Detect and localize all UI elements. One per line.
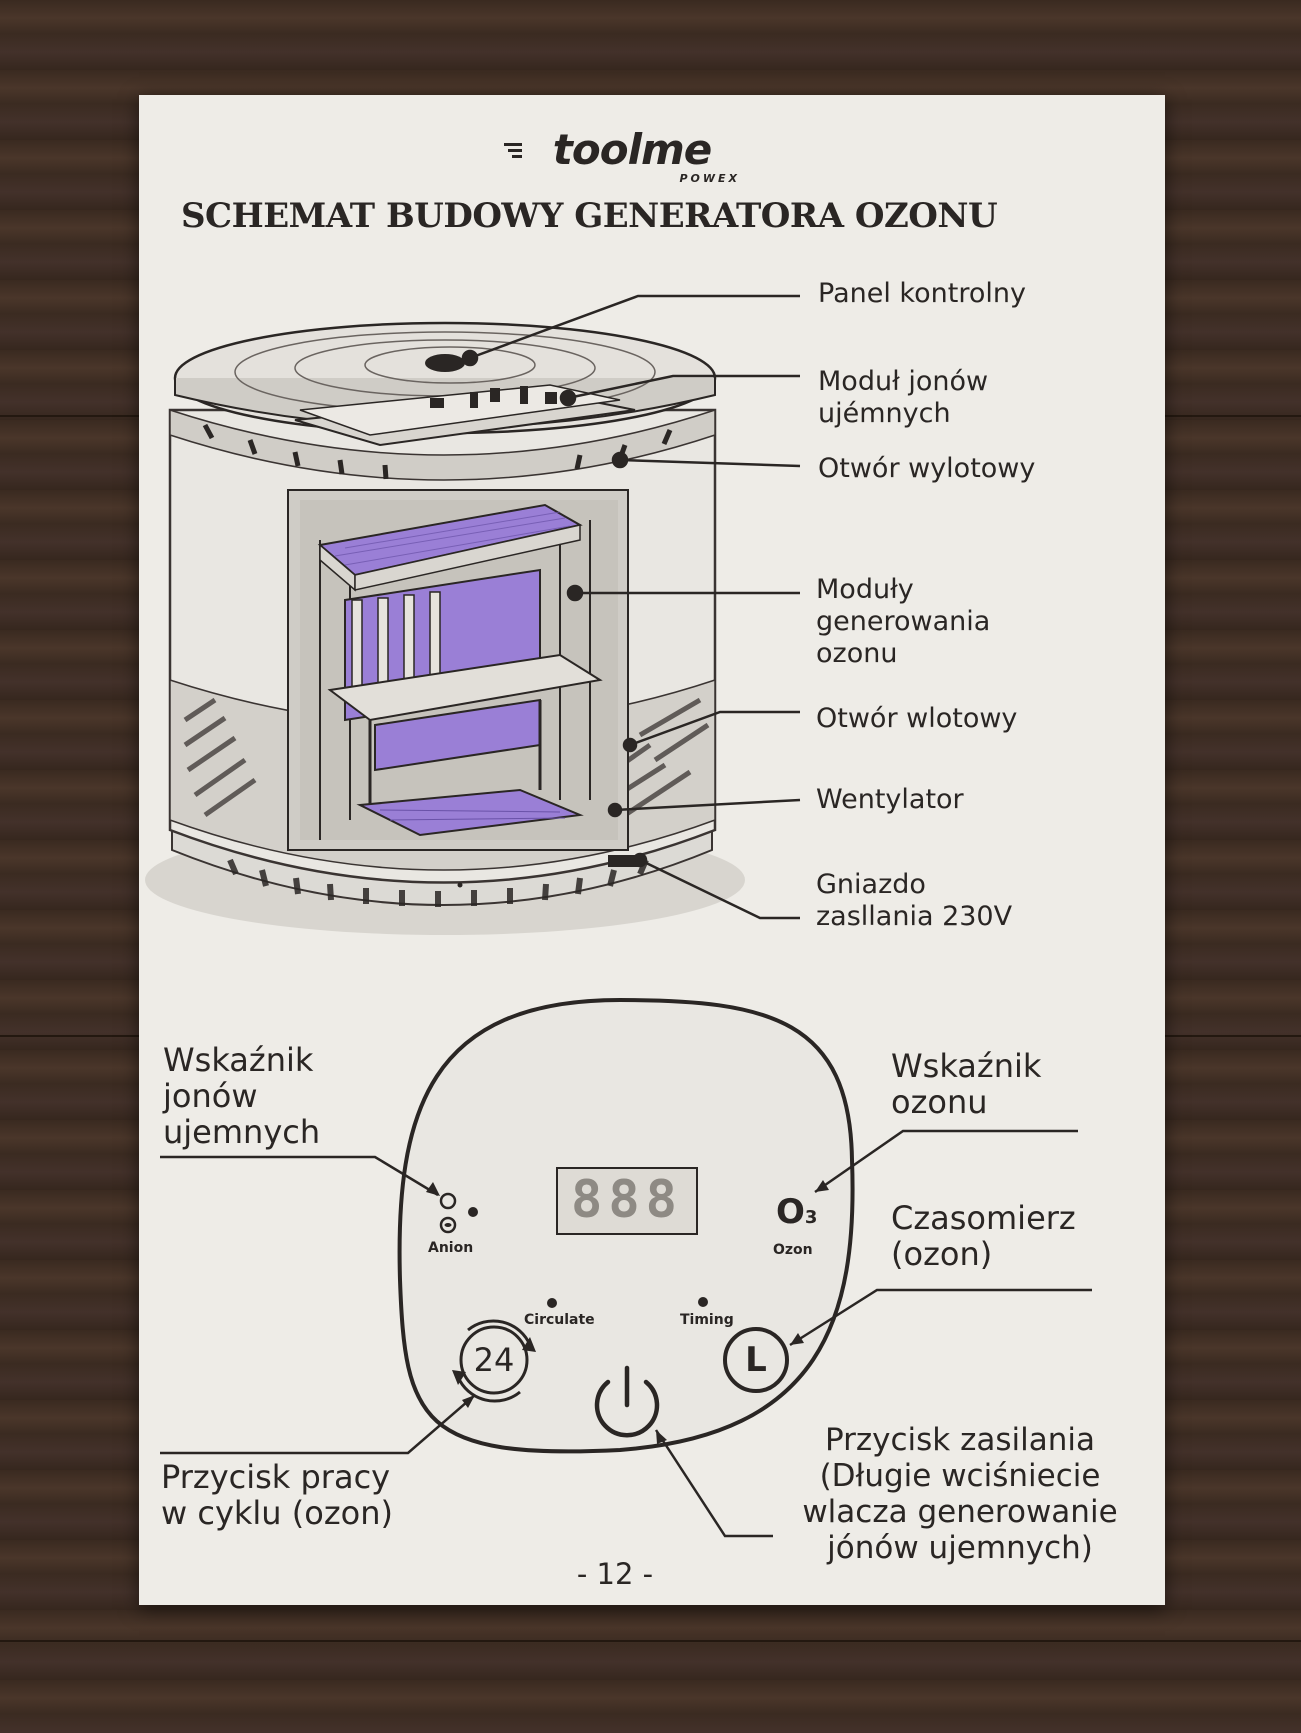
label-control-panel: Panel kontrolny <box>818 278 1026 309</box>
ozone-generator-illustration <box>145 321 745 935</box>
label-power-socket: Gniazdo zasllania 230V <box>816 869 1013 932</box>
label-ion-indicator: Wskaźnik jonów ujemnych <box>163 1041 321 1151</box>
ozon-symbol-o: O <box>776 1192 805 1232</box>
anion-label: Anion <box>428 1240 474 1256</box>
ozon-label: Ozon <box>773 1242 813 1258</box>
label-cycle-button: Przycisk pracy w cyklu (ozon) <box>161 1458 393 1532</box>
label-inlet: Otwór wlotowy <box>816 703 1018 734</box>
label-power-button: Przycisk zasilania (Długie wciśniecie wl… <box>802 1422 1118 1566</box>
segment-display: 888 <box>571 1170 683 1230</box>
circulate-label: Circulate <box>524 1312 595 1328</box>
brand-name: toolme <box>552 125 712 174</box>
label-outlet: Otwór wylotowy <box>818 453 1036 484</box>
page-number: - 12 - <box>576 1557 654 1591</box>
label-ozone-indicator: Wskaźnik ozonu <box>891 1047 1042 1121</box>
label-fan: Wentylator <box>816 784 964 815</box>
ozon-symbol: O3 <box>776 1195 817 1235</box>
brand-logo: toolme POWEX <box>504 125 752 185</box>
control-panel-illustration <box>397 997 855 1454</box>
timing-label: Timing <box>680 1312 734 1328</box>
cycle-24-button: 24 <box>473 1341 515 1379</box>
power-icon <box>594 1360 660 1426</box>
ozon-symbol-sub: 3 <box>804 1207 818 1228</box>
panel-leader-lines <box>160 1129 1092 1538</box>
device-leader-lines <box>461 294 801 920</box>
page-title: SCHEMAT BUDOWY GENERATORA OZONU <box>181 196 998 236</box>
label-ozone-modules: Moduły generowania ozonu <box>816 574 991 669</box>
label-ion-module: Moduł jonów ujémnych <box>818 366 989 429</box>
speed-lines-icon <box>504 143 522 158</box>
timer-l-button: L <box>745 1340 767 1380</box>
brand-sub: POWEX <box>679 172 740 185</box>
label-timer: Czasomierz (ozon) <box>891 1199 1076 1273</box>
